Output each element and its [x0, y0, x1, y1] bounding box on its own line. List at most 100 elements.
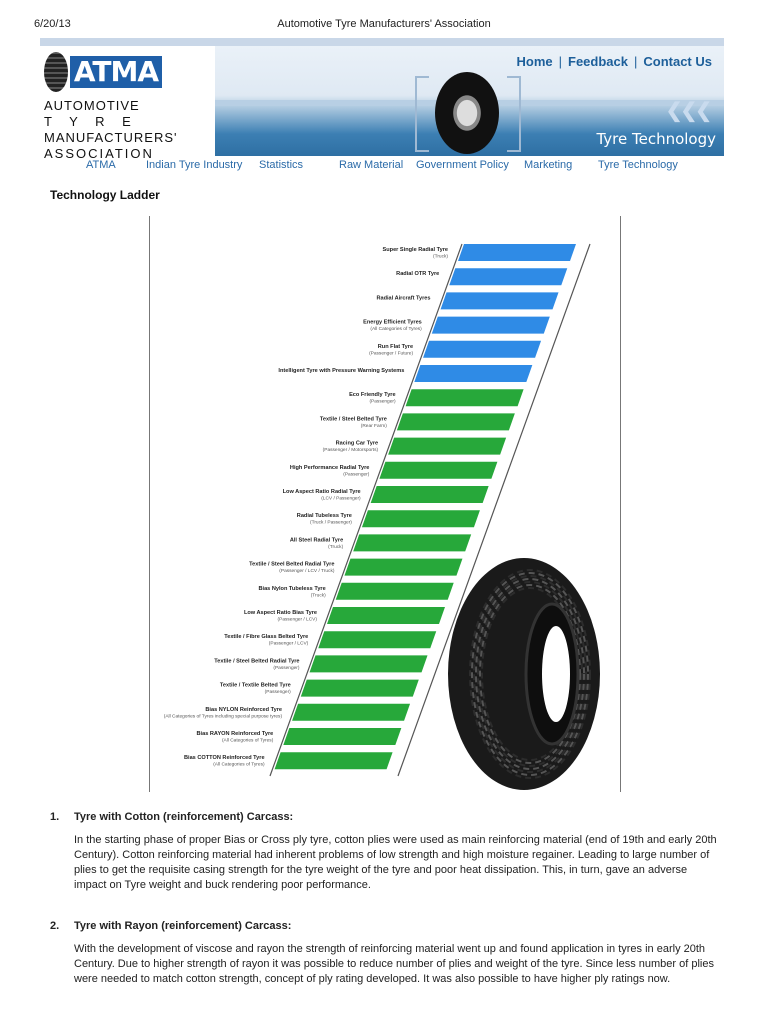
item-heading: Tyre with Cotton (reinforcement) Carcass…: [74, 811, 294, 823]
rung-label: Textile / Steel Belted Tyre: [320, 416, 387, 422]
nav-government-policy[interactable]: Government Policy: [416, 159, 509, 171]
contact-us-link[interactable]: Contact Us: [643, 54, 712, 69]
nav-marketing[interactable]: Marketing: [524, 159, 573, 171]
nav-statistics[interactable]: Statistics: [259, 159, 304, 171]
atma-logo[interactable]: ATMA AUTOMOTIVE T Y R E MANUFACTURERS' A…: [40, 46, 215, 161]
rung-sublabel: (Passenger / LCV): [269, 641, 309, 647]
bracket-right: [507, 76, 521, 152]
rung-sublabel: (All Categories of Tyres including speci…: [164, 713, 283, 719]
rung-sublabel: (Passenger / Future): [369, 350, 413, 356]
ladder-rung: [335, 582, 454, 600]
ladder-rung: [396, 413, 515, 431]
logo-word: ATMA: [70, 56, 162, 88]
tyre-tread-groove: [475, 578, 585, 770]
home-link[interactable]: Home: [516, 54, 553, 69]
rung-label: Textile / Steel Belted Radial Tyre: [249, 562, 334, 568]
chevrons-icon: ❮❮❮: [665, 100, 712, 122]
tyre-tread-groove: [477, 581, 583, 767]
rung-label: Racing Car Tyre: [336, 441, 379, 447]
logo-tyre-icon: [44, 52, 68, 92]
ladder-rung: [353, 534, 472, 552]
tyre-icon: [435, 72, 499, 154]
rung-sublabel: (Passenger): [265, 689, 292, 695]
rung-label: Intelligent Tyre with Pressure Warning S…: [278, 368, 404, 374]
nav-tyre-technology[interactable]: Tyre Technology: [598, 159, 678, 171]
list-item: 2. Tyre with Rayon (reinforcement) Carca…: [50, 919, 720, 987]
print-title: Automotive Tyre Manufacturers' Associati…: [277, 18, 491, 30]
rung-label: Textile / Textile Belted Tyre: [220, 683, 291, 689]
logo-text: AUTOMOTIVE T Y R E MANUFACTURERS' ASSOCI…: [44, 98, 178, 162]
item-body: With the development of viscose and rayo…: [74, 943, 714, 985]
rung-label: Energy Efficient Tyres: [363, 320, 422, 326]
ladder-rung: [309, 655, 428, 673]
rung-sublabel: (Passenger): [343, 471, 370, 477]
rung-label: Run Flat Tyre: [378, 344, 413, 350]
item-list: 1. Tyre with Cotton (reinforcement) Carc…: [50, 810, 720, 1013]
rung-label: Radial Aircraft Tyres: [376, 295, 430, 301]
list-item: 1. Tyre with Cotton (reinforcement) Carc…: [50, 810, 720, 893]
rung-sublabel: (Truck): [328, 544, 343, 550]
rung-label: Bias RAYON Reinforced Tyre: [197, 731, 274, 737]
rung-sublabel: (Rear Farm): [361, 423, 388, 429]
rung-label: Eco Friendly Tyre: [349, 392, 396, 398]
ladder-rung: [449, 268, 568, 286]
print-header: 6/20/13 Automotive Tyre Manufacturers' A…: [0, 18, 768, 32]
rung-sublabel: (All Categories of Tyres): [222, 738, 274, 744]
logo-line: ASSOCIATION: [44, 146, 154, 161]
item-body: In the starting phase of proper Bias or …: [74, 834, 717, 891]
rung-label: Textile / Steel Belted Radial Tyre: [214, 658, 299, 664]
logo-line: T Y R E: [44, 114, 138, 129]
logo-line: MANUFACTURERS': [44, 130, 178, 145]
tyre-tread-groove: [471, 572, 589, 776]
rung-sublabel: (Passenger): [369, 399, 396, 405]
rung-label: Textile / Fibre Glass Belted Tyre: [224, 634, 308, 640]
ladder-rung: [344, 558, 463, 576]
rung-label: Radial Tubeless Tyre: [297, 513, 352, 519]
page-title: Technology Ladder: [50, 188, 160, 202]
ladder-rung: [379, 461, 498, 479]
rung-label: Radial OTR Tyre: [396, 271, 439, 277]
banner-topline: [40, 38, 724, 46]
rung-sublabel: (LCV / Passenger): [321, 496, 361, 502]
ladder-rung: [414, 365, 533, 382]
item-number: 2.: [50, 920, 60, 932]
rung-sublabel: (Truck): [311, 592, 326, 598]
nav-raw-material[interactable]: Raw Material: [339, 159, 404, 171]
ladder-rung: [274, 752, 393, 770]
ladder-rung: [370, 486, 489, 503]
technology-ladder-figure: Super Single Radial Tyre(Truck)Radial OT…: [149, 216, 621, 792]
item-heading: Tyre with Rayon (reinforcement) Carcass:: [74, 920, 292, 932]
rung-sublabel: (All Categories of Tyres): [213, 762, 265, 768]
tyre-hole: [542, 626, 570, 722]
rung-label: All Steel Radial Tyre: [290, 537, 343, 543]
tyre-tread-groove: [479, 584, 581, 764]
ladder-rung: [318, 631, 437, 649]
rung-sublabel: (Passenger / LCV): [278, 617, 318, 623]
nav-atma[interactable]: ATMA: [86, 159, 116, 171]
ladder-rung: [431, 316, 550, 334]
ladder-rung: [388, 437, 507, 455]
ladder-rung: [292, 703, 411, 721]
ladder-rung: [423, 340, 542, 358]
rung-label: High Performance Radial Tyre: [290, 465, 369, 471]
ladder-rung: [440, 292, 559, 310]
ladder-right-rail: [397, 243, 591, 777]
item-number: 1.: [50, 811, 60, 823]
rung-sublabel: (All Categories of Tyres): [370, 326, 422, 332]
feedback-link[interactable]: Feedback: [568, 54, 628, 69]
ladder-left-rail: [269, 243, 463, 777]
top-links: Home|Feedback|Contact Us: [516, 54, 712, 69]
rung-sublabel: (Passenger / Motorsports): [323, 447, 379, 453]
rung-sublabel: (Truck / Passenger): [310, 520, 352, 526]
nav-indian-tyre-industry[interactable]: Indian Tyre Industry: [146, 159, 243, 171]
logo-line: AUTOMOTIVE: [44, 98, 140, 113]
ladder-rung: [361, 510, 480, 528]
rung-label: Super Single Radial Tyre: [383, 247, 449, 253]
rung-label: Bias Nylon Tubeless Tyre: [258, 586, 325, 592]
rung-sublabel: (Truck): [433, 254, 448, 260]
main-nav: ATMA Indian Tyre Industry Statistics Raw…: [40, 156, 724, 176]
bracket-left: [415, 76, 429, 152]
banner-graphic: Home|Feedback|Contact Us ❮❮❮ Tyre Techno…: [215, 46, 724, 156]
print-date: 6/20/13: [34, 18, 71, 30]
rung-label: Low Aspect Ratio Bias Tyre: [244, 610, 317, 616]
